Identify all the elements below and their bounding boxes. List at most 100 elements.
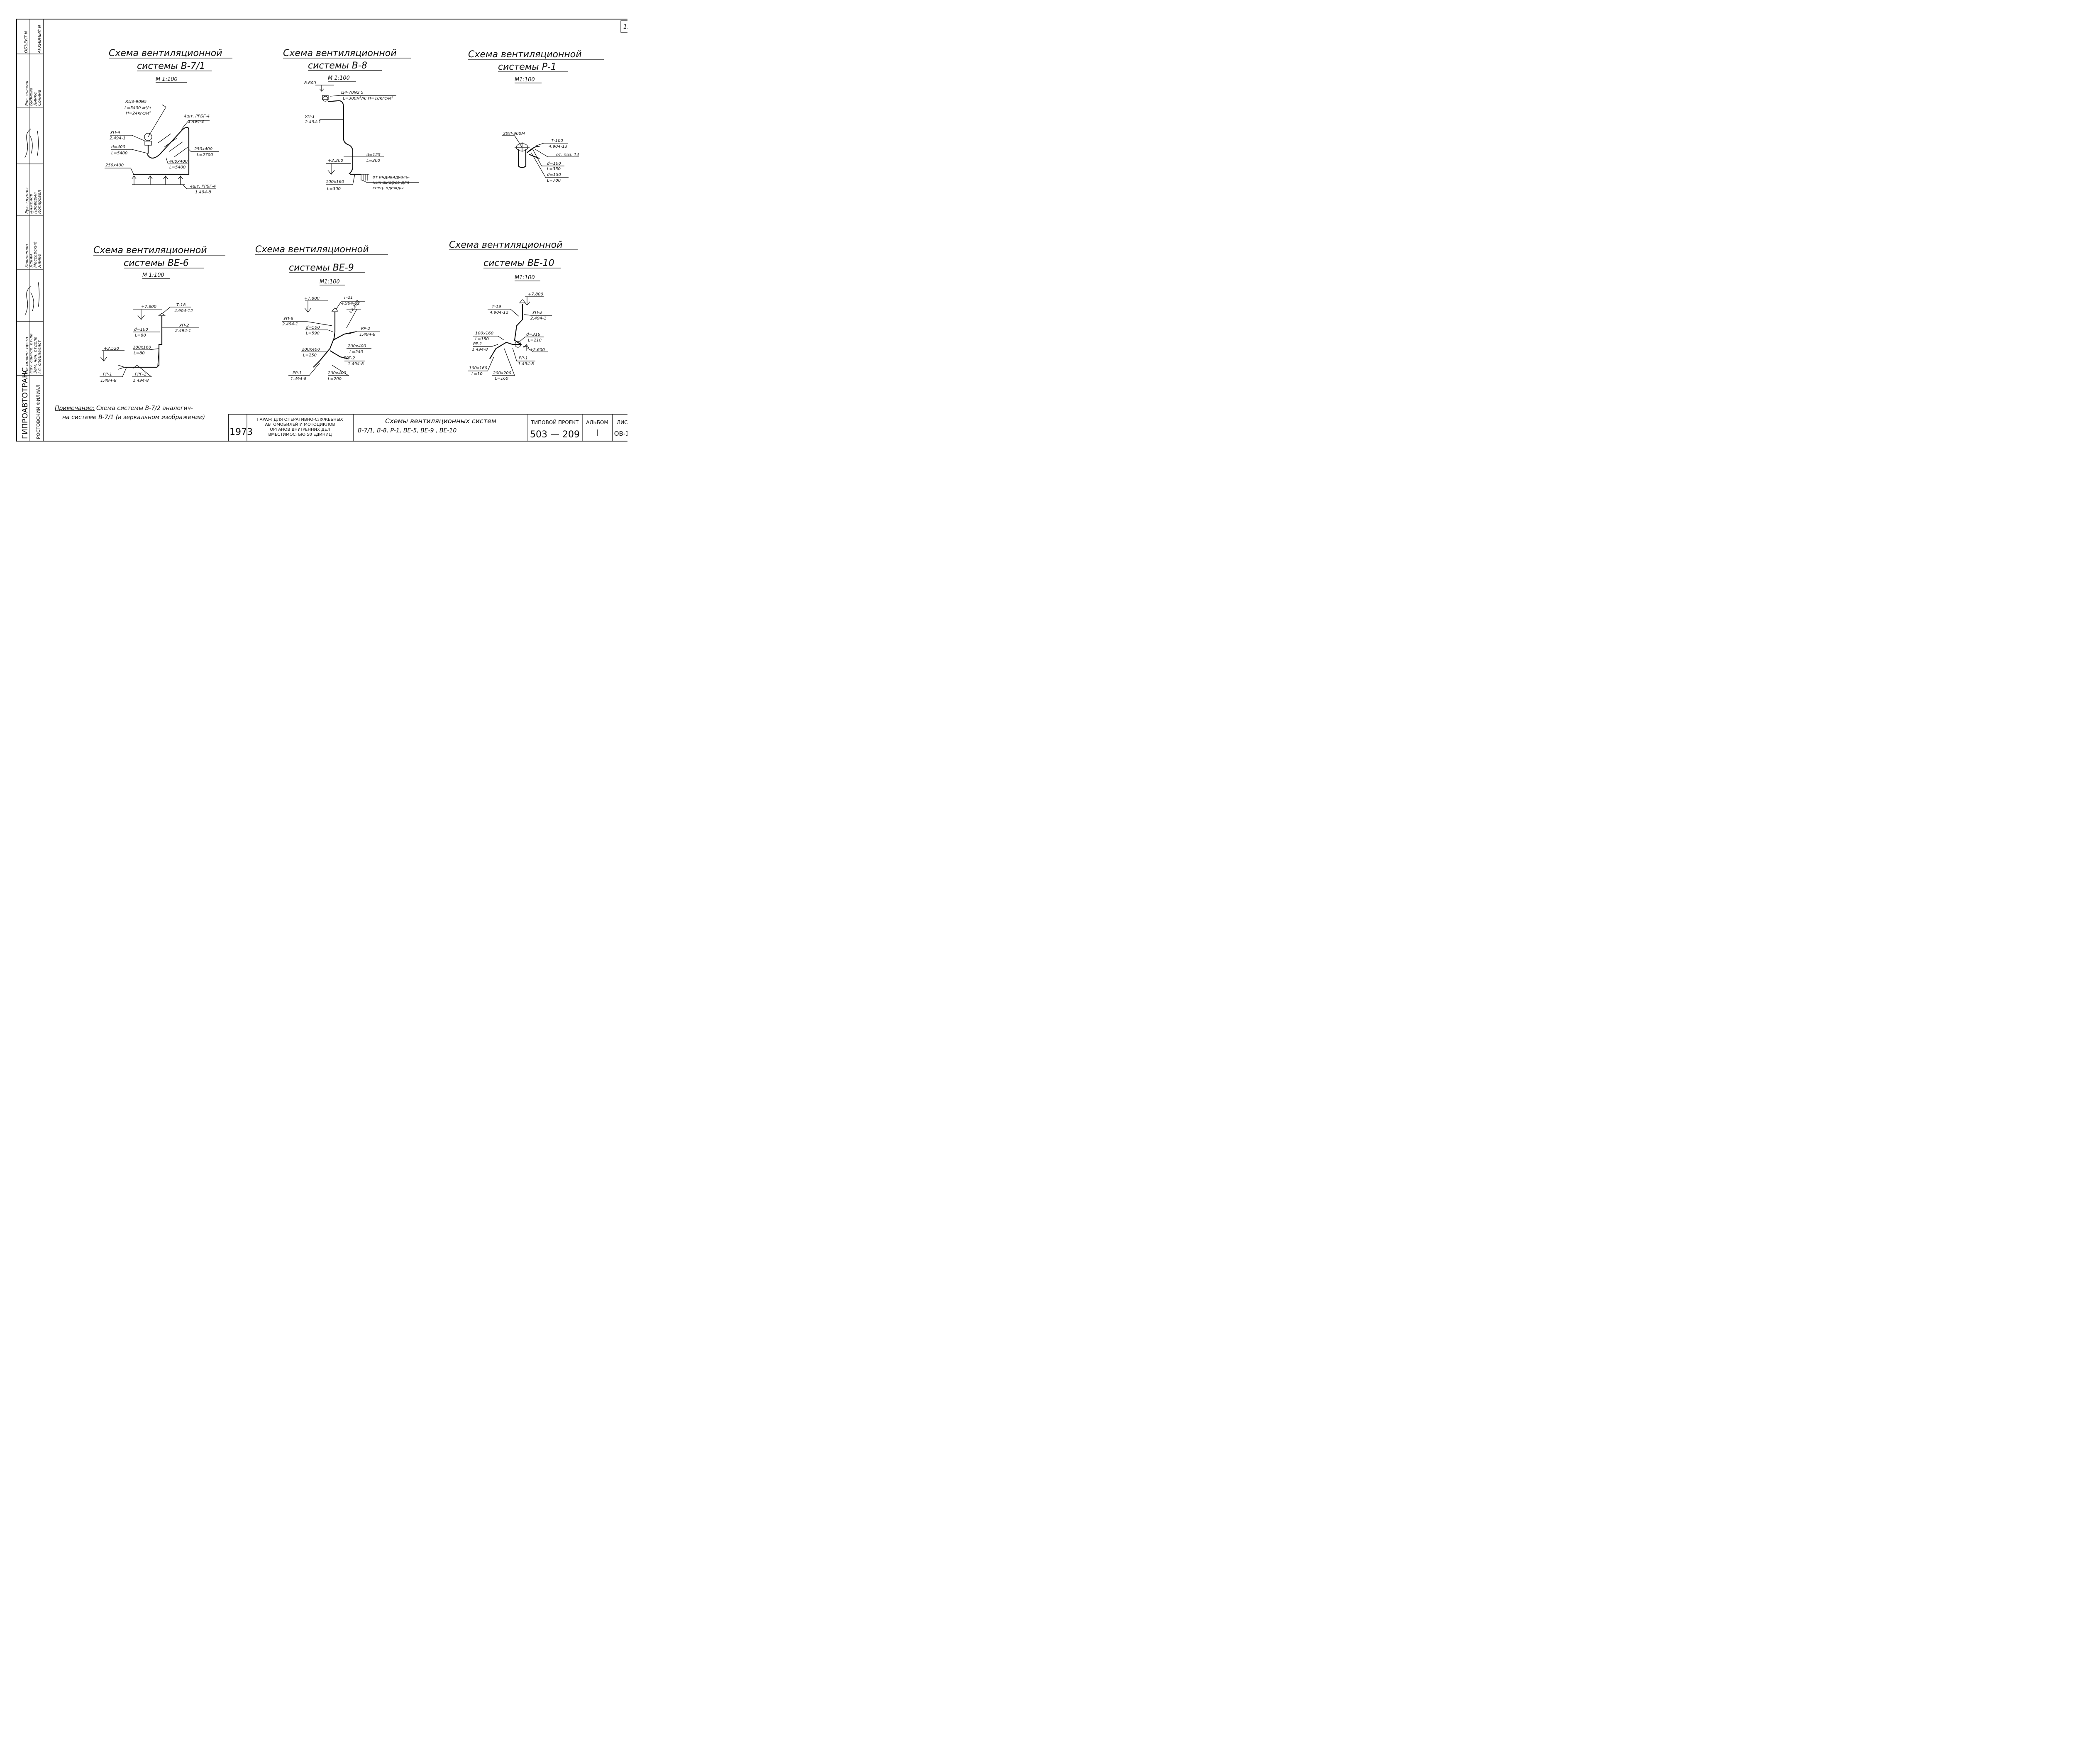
ductl-label: L=300: [327, 187, 341, 191]
l1-label: L=350: [547, 167, 561, 171]
duct1l-label: L=150: [475, 337, 489, 342]
dl-label: L=300: [366, 159, 380, 163]
rrbg-top-ref: 1.494-8: [188, 120, 204, 124]
duct3-label: 200х200: [493, 371, 511, 376]
scheme-be10: Схема вентиляционной системы ВЕ-10 М1:10…: [449, 240, 578, 381]
org-main: ГИПРОАВТОТРАНС: [21, 367, 29, 439]
note-block: Примечание: Схема системы В-7/2 аналогич…: [55, 405, 205, 421]
dl-label: L=5400: [111, 151, 127, 156]
rr-label: РР-1: [103, 372, 112, 377]
duct-label: 100х160: [133, 345, 151, 350]
name2-1: Коваленко: [25, 244, 29, 268]
drawing-canvas: ОБЪЕКТ N АРХИВНЫЙ N ГИПРОАВТОТРАНС РОСТО…: [16, 19, 635, 442]
scheme-v71: Схема вентиляционной системы В-7/1 М 1:1…: [105, 48, 232, 195]
scheme-title-line2: системы В-8: [308, 61, 367, 71]
up-label: УП-4: [110, 130, 120, 135]
rr1-ref: 1.494-8: [290, 377, 307, 381]
scheme-title-line2: системы ВЕ-9: [289, 263, 354, 273]
d-label: d=100: [134, 327, 148, 332]
fan-label: КЦ3-90N5: [125, 100, 146, 104]
name3-1: Рос. янская: [25, 81, 29, 106]
drawing-sheet: ОБЪЕКТ N АРХИВНЫЙ N ГИПРОАВТОТРАНС РОСТО…: [0, 0, 635, 443]
rr-a-ref: 1.494-8: [472, 347, 488, 352]
t-label: Т-18: [176, 303, 186, 307]
fan-label: ЗИЛ-900М: [503, 132, 525, 136]
note-line1: Схема системы В-7/2 аналогич-: [96, 405, 193, 412]
l2-label: L=700: [547, 178, 561, 183]
object-label: ОБЪЕКТ N: [24, 31, 29, 53]
role2-4: Копировал: [37, 190, 42, 214]
elev-top: 8.600: [304, 81, 316, 85]
rr-ref: 1.494-8: [100, 378, 117, 383]
title-block: 1973 ГАРАЖ ДЛЯ ОПЕРАТИВНО-СЛУЖЕБНЫХ АВТО…: [228, 414, 635, 442]
name3-4: Сонина: [37, 90, 42, 106]
sheet-number: 13: [623, 24, 627, 30]
duct1-label: 100х160: [475, 331, 493, 336]
org-sub: РОСТОВСКИЙ ФИЛИАЛ: [36, 385, 41, 439]
dl-label: L=210: [528, 338, 542, 343]
role-1: Гл. инжен. пр-та: [25, 337, 29, 373]
sheet-label: ЛИСТ: [617, 420, 627, 425]
scheme-scale: М 1:100: [142, 272, 164, 278]
note-line1: от индивидуаль-: [373, 175, 410, 180]
duct-network: [313, 312, 336, 368]
t-ref: 4.904-12: [490, 310, 508, 315]
rrbg-bot-label: 4шт. РРБГ-4: [190, 184, 216, 189]
scheme-r1: Схема вентиляционной системы Р-1 М1:100 …: [468, 49, 604, 183]
t-ref: 4.904-12: [174, 309, 193, 313]
elev-top: +7.800: [141, 305, 156, 309]
project-label: ТИПОВОЙ ПРОЕКТ: [531, 419, 579, 425]
role-3: Зам. нач. отдела: [33, 337, 38, 373]
scheme-title-line1: Схема вентиляционной: [449, 240, 563, 250]
duct1l-label: L=250: [303, 353, 317, 358]
d2-label: d=150: [547, 173, 561, 177]
signature-marks: [24, 128, 39, 158]
rr2-label: РР-2: [361, 327, 370, 331]
duct2l-label: L=5400: [169, 165, 186, 170]
elev-top: +7.800: [528, 292, 543, 297]
scheme-be6: Схема вентиляционной системы ВЕ-6 М 1:10…: [93, 245, 225, 383]
year: 1973: [229, 427, 253, 437]
fan-label: Ц4-70N2,5: [341, 90, 364, 95]
scheme-be9: Схема вентиляционной системы ВЕ-9 М1:100…: [255, 244, 388, 381]
album-num: I: [596, 428, 598, 438]
d-label: d=400: [111, 145, 125, 149]
sheet-list: В-7/1, В-8, Р-1, ВЕ-5, ВЕ-9 , ВЕ-10: [358, 427, 456, 434]
duct-network: [133, 127, 190, 175]
project-num: 503 — 209: [530, 429, 580, 440]
rr2-ref: 1.494-8: [359, 332, 376, 337]
duct3-label: 200х400: [328, 371, 346, 376]
duct2-label: 400х400: [169, 159, 188, 164]
signature-marks: [24, 282, 40, 316]
role-2: Нач. сантех. от-ла: [29, 334, 34, 373]
scheme-title-line1: Схема вентиляционной: [255, 244, 369, 255]
t-label: Т-21: [344, 295, 353, 300]
t-label: Т-100: [551, 139, 563, 143]
scheme-scale: М1:100: [515, 77, 535, 83]
duct3l-label: L=160: [495, 376, 508, 381]
role-4: Гл. специалист: [37, 340, 42, 373]
desc-line4: ВМЕСТИМОСТЬЮ 50 ЕДИНИЦ: [268, 432, 332, 437]
rrg-ref: 1.494-8: [348, 362, 364, 366]
scheme-v8: Схема вентиляционной системы В-8 М 1:100…: [283, 48, 419, 191]
rrg-ref: 1.494-8: [133, 378, 149, 383]
scheme-title-line2: системы ВЕ-10: [483, 258, 554, 268]
rrg-label: РРГ-1: [135, 372, 146, 377]
up-ref: 2.494-1: [305, 120, 321, 124]
scheme-scale: М 1:100: [328, 75, 350, 81]
role2-3: Проверил: [33, 192, 38, 214]
scheme-title-line2: системы В-7/1: [137, 61, 205, 71]
archive-label: АРХИВНЫЙ N: [37, 25, 42, 54]
rr-b-label: РР-1: [519, 356, 528, 361]
note-line2: на системе В-7/1 (в зеркальном изображен…: [62, 414, 205, 421]
duct2l-label: L=240: [349, 350, 363, 354]
scheme-title-line2: системы ВЕ-6: [124, 258, 189, 268]
note-line2: ных шкафов для: [373, 181, 409, 185]
d-label: d=500: [306, 325, 320, 330]
d1-label: d=100: [547, 161, 561, 166]
duct-network: [124, 316, 163, 368]
duct1l-label: L=2700: [197, 153, 213, 157]
scheme-title-line1: Схема вентиляционной: [109, 48, 222, 59]
duct1-label: 250х400: [194, 147, 212, 151]
fan-symbol: [322, 96, 328, 102]
